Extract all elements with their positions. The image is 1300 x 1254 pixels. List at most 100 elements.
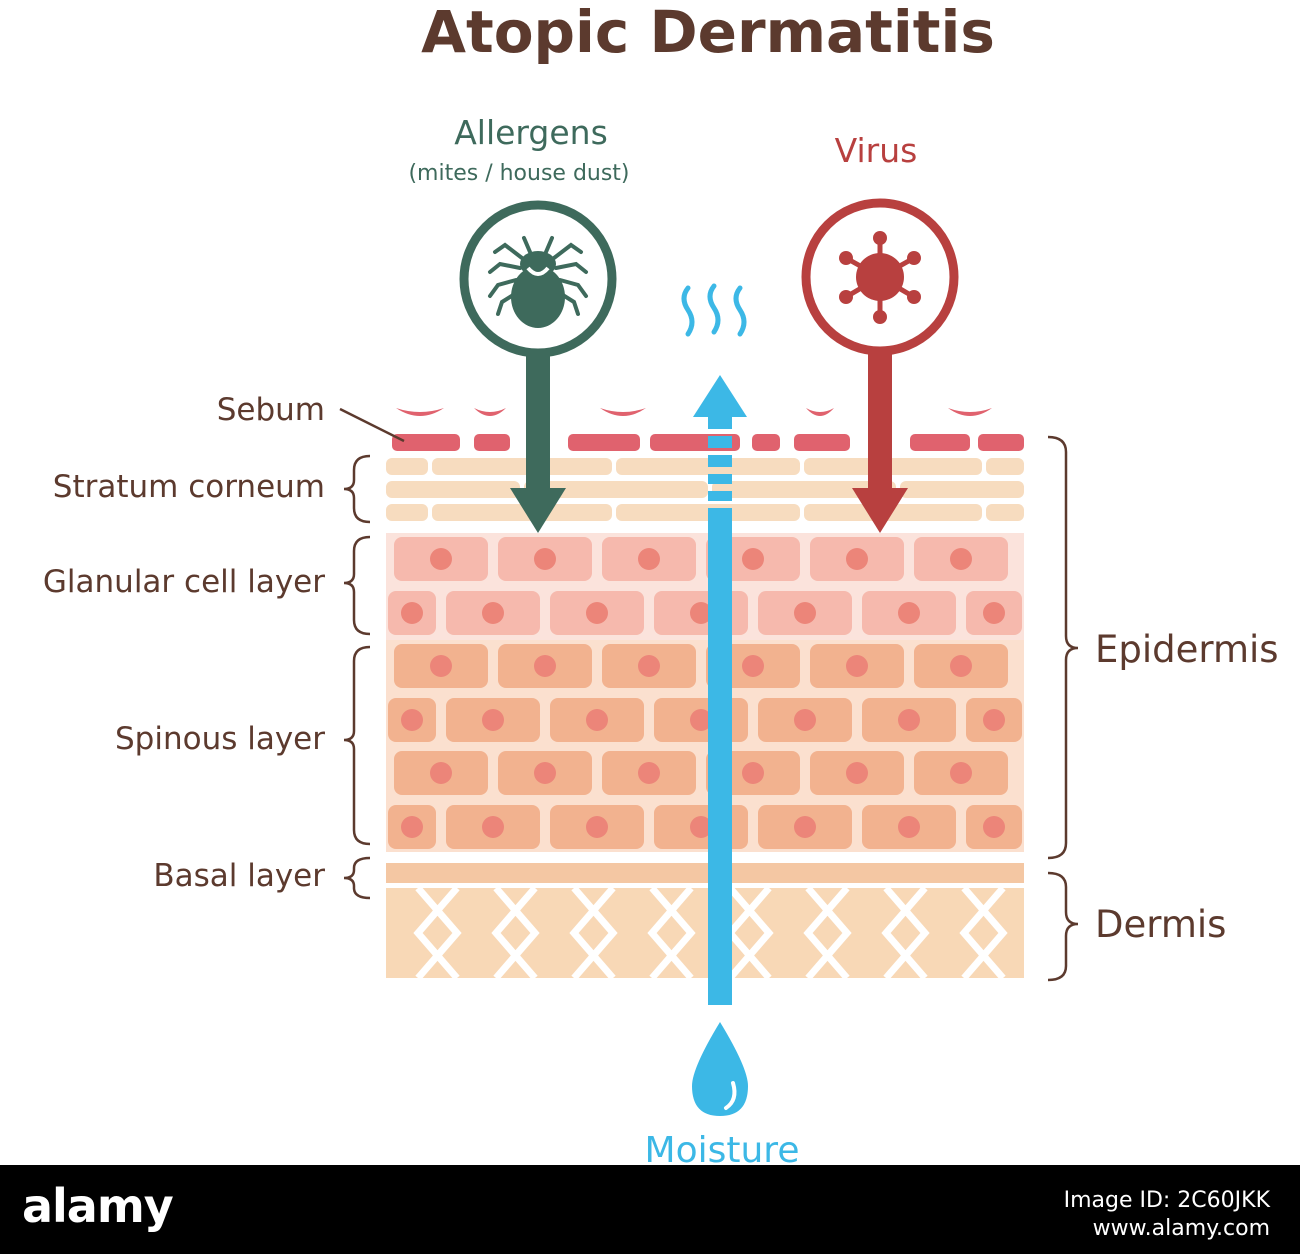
watermark-footer: alamy Image ID: 2C60JKK www.alamy.com (0, 1165, 1300, 1254)
cell-nucleus (638, 655, 660, 677)
image-id-text: Image ID: 2C60JKK www.alamy.com (1064, 1187, 1270, 1243)
dermis-fiber (727, 888, 774, 978)
corneum-cell (900, 481, 1024, 498)
cell-nucleus (534, 762, 556, 784)
dermis-fiber (493, 888, 540, 978)
dermis-fiber (961, 888, 1008, 978)
dermis-fiber (413, 888, 460, 978)
cell-nucleus (430, 762, 452, 784)
brace-spinous (343, 645, 371, 846)
dermis-fiber (959, 888, 1006, 978)
basal-layer (386, 863, 1024, 883)
dermis-fiber (491, 888, 538, 978)
cell-nucleus (586, 816, 608, 838)
cell-nucleus (401, 602, 423, 624)
cell-nucleus (898, 709, 920, 731)
dermis-fiber (571, 888, 618, 978)
site-url: www.alamy.com (1092, 1216, 1270, 1241)
corneum-cell (386, 481, 520, 498)
cell-nucleus (690, 709, 712, 731)
allergens-subtitle: (mites / house dust) (408, 161, 629, 186)
cell-nucleus (983, 816, 1005, 838)
sebum-droplet (978, 434, 1024, 451)
evaporation-waves-icon (681, 283, 747, 337)
cell-nucleus (794, 709, 816, 731)
alamy-logo: alamy (22, 1179, 174, 1233)
label-epidermis: Epidermis (1095, 628, 1279, 671)
cell-nucleus (950, 655, 972, 677)
left-braces (343, 454, 371, 900)
cell-nucleus (898, 816, 920, 838)
cell-nucleus (898, 602, 920, 624)
brace-granular (343, 535, 371, 636)
corneum-cell (432, 504, 612, 521)
cell-nucleus (742, 762, 764, 784)
page-title: Atopic Dermatitis (421, 0, 995, 66)
corneum-cell (386, 458, 428, 475)
dermis-fiber (340, 888, 379, 978)
label-sebum: Sebum (217, 392, 325, 428)
cell-nucleus (742, 655, 764, 677)
cell-nucleus (401, 709, 423, 731)
dermis-fiber (569, 888, 616, 978)
dermis-fiber (415, 888, 462, 978)
dermis-fiber (881, 888, 928, 978)
corneum-cell (524, 481, 708, 498)
brace-dermis (1047, 871, 1079, 982)
dermis-fiber (649, 888, 696, 978)
sebum-film (948, 408, 992, 416)
label-spinous: Spinous layer (115, 721, 325, 757)
cell-nucleus (742, 548, 764, 570)
cell-nucleus (983, 602, 1005, 624)
dermis-layer (340, 888, 1081, 978)
sebum-droplet (752, 434, 780, 451)
dermis-fiber (803, 888, 850, 978)
cell-nucleus (401, 816, 423, 838)
cell-nucleus (482, 709, 504, 731)
sebum-film (396, 408, 444, 416)
corneum-cell (432, 458, 612, 475)
cell-nucleus (482, 602, 504, 624)
cell-nucleus (794, 816, 816, 838)
right-braces (1047, 435, 1079, 982)
dermis-fiber (1042, 888, 1081, 978)
stratum-corneum-layer (386, 458, 1024, 521)
corneum-cell (386, 504, 428, 521)
virus-title: Virus (835, 131, 918, 170)
cell-nucleus (586, 709, 608, 731)
cell-nucleus (950, 762, 972, 784)
virus-icon (839, 231, 921, 324)
label-dermis: Dermis (1095, 903, 1226, 946)
sebum-droplet (794, 434, 850, 451)
skin-diagram: Atopic Dermatitis Allergens (mites / hou… (43, 0, 1279, 1165)
allergens-title: Allergens (454, 113, 608, 152)
sebum-droplet (910, 434, 970, 451)
cell-nucleus (690, 816, 712, 838)
cell-nucleus (846, 762, 868, 784)
cell-nucleus (430, 655, 452, 677)
corneum-cell (804, 504, 982, 521)
virus-pin (801, 198, 959, 533)
water-drop-icon (692, 1022, 748, 1116)
brace-epidermis (1047, 435, 1079, 860)
cell-nucleus (983, 709, 1005, 731)
mite-icon (488, 236, 588, 328)
moisture-label: Moisture (645, 1130, 800, 1165)
cell-nucleus (846, 548, 868, 570)
sebum-film (600, 408, 646, 416)
dermis-fiber (1042, 888, 1081, 978)
cell-nucleus (690, 602, 712, 624)
dermis-fiber (883, 888, 930, 978)
cell-nucleus (586, 602, 608, 624)
corneum-cell (986, 504, 1024, 521)
cell-nucleus (534, 548, 556, 570)
cell-nucleus (482, 816, 504, 838)
cell-nucleus (794, 602, 816, 624)
sebum-droplet (392, 434, 460, 451)
brace-basal (343, 856, 371, 900)
cell-nucleus (950, 548, 972, 570)
allergen-pin (459, 200, 617, 533)
sebum-film (474, 408, 506, 416)
cell-nucleus (534, 655, 556, 677)
brace-stratum-corneum (343, 454, 371, 524)
